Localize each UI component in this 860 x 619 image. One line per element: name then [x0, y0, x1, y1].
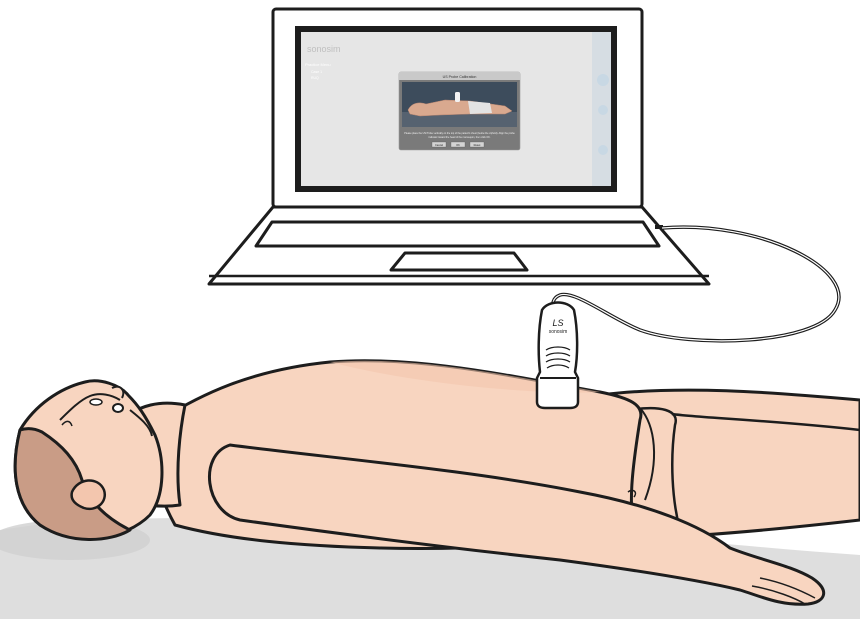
screen-brand: sonosim	[307, 44, 341, 54]
usb-port	[655, 225, 663, 229]
dialog-instructions: Please place the US Probe vertically on …	[404, 132, 515, 135]
dialog-reset-label: Reset	[474, 143, 481, 147]
laptop-keyboard	[256, 222, 659, 246]
dialog-reset-button[interactable]: Reset	[470, 142, 484, 147]
preview-shorts	[468, 101, 492, 114]
dialog-ok-button[interactable]: OK	[451, 142, 465, 147]
mannequin-mouth	[113, 404, 123, 412]
sidebar-item[interactable]: RUQ	[311, 76, 319, 80]
dialog-title: US Probe Calibration	[443, 75, 477, 79]
preview-probe	[455, 92, 460, 102]
dialog-cancel-button[interactable]: Cancel	[432, 142, 446, 147]
screen-side-glow	[597, 74, 609, 86]
probe-logo: LS	[552, 318, 563, 328]
dialog-cancel-label: Cancel	[435, 143, 443, 147]
mannequin-eye	[90, 399, 102, 405]
sidebar-item[interactable]: Case 1	[311, 70, 322, 74]
ultrasound-probe[interactable]: LS sonosim	[537, 303, 578, 409]
screen-side-glow	[598, 145, 608, 155]
laptop-trackpad	[391, 253, 527, 270]
dialog-instructions: indicator toward the head of the mannequ…	[428, 136, 490, 139]
screen-side-glow	[598, 105, 608, 115]
calibration-dialog: US Probe Calibration Please place the US…	[399, 72, 520, 150]
sidebar-heading: Practice Menu	[305, 62, 331, 67]
mannequin-ear	[72, 480, 105, 508]
laptop: sonosim Practice Menu Case 1 RUQ US Prob…	[209, 9, 709, 284]
probe-brand: sonosim	[549, 329, 568, 335]
dialog-ok-label: OK	[456, 143, 460, 147]
